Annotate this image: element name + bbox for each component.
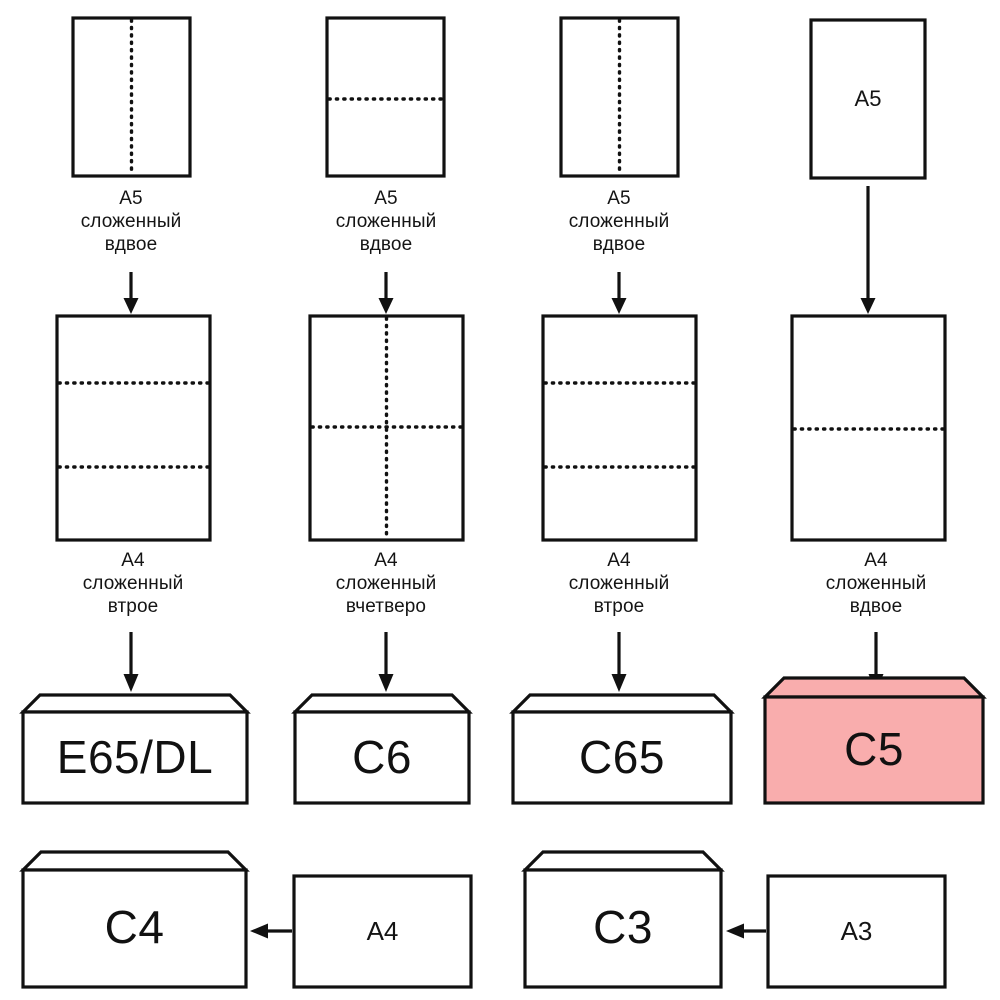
envelope-body-e65dl [21, 710, 249, 805]
caption-top-col1: A5 сложенный вдвое [80, 188, 182, 255]
arrow-a4-to-c4 [250, 923, 292, 939]
caption-mid-col4: A4 сложенный вдвое [825, 550, 927, 617]
paper-a5-col2 [325, 16, 446, 178]
arrow-col2-top [378, 272, 394, 314]
envelope-label-c5: C5 [844, 723, 904, 775]
paper-a4-col1 [55, 314, 212, 542]
envelope-flap-e65dl [19, 693, 251, 714]
envelope-body-c4 [21, 868, 248, 989]
paper-label-a4-bottom: A4 [366, 916, 399, 946]
envelope-body-c3 [523, 868, 723, 989]
envelope-body-c65 [511, 710, 733, 805]
paper-a4-bottom [292, 874, 473, 989]
paper-label-a5-col4: A5 [854, 86, 882, 111]
caption-mid-col3: A4 сложенный втрое [568, 550, 670, 617]
paper-a4-col3 [541, 314, 698, 542]
paper-label-a3-bottom: A3 [840, 916, 873, 946]
envelope-flap-c65 [509, 693, 735, 714]
envelope-flap-c5 [761, 676, 987, 699]
envelope-label-c3: C3 [593, 901, 653, 953]
paper-a5-col4 [809, 18, 927, 180]
envelope-label-c4: C4 [104, 901, 165, 953]
arrow-col1-top [123, 272, 139, 314]
envelope-body-c6 [293, 710, 471, 805]
envelope-flap-c4 [19, 850, 250, 872]
envelope-body-c5 [763, 695, 985, 805]
arrow-col2-mid [378, 632, 394, 692]
caption-mid-col1: A4 сложенный втрое [82, 550, 184, 617]
caption-top-col2: A5 сложенный вдвое [335, 188, 437, 255]
arrow-col3-top [611, 272, 627, 314]
caption-mid-col2: A4 сложенный вчетверо [335, 550, 437, 617]
caption-top-col3: A5 сложенный вдвое [568, 188, 670, 255]
paper-a3-bottom [766, 874, 947, 989]
arrow-a3-to-c3 [726, 923, 766, 939]
envelope-label-c6: C6 [352, 731, 412, 783]
arrow-col4-top [860, 186, 876, 314]
arrow-col3-mid [611, 632, 627, 692]
envelope-flap-c6 [291, 693, 473, 714]
envelope-flap-c3 [521, 850, 725, 872]
envelope-label-e65dl: E65/DL [56, 731, 214, 783]
envelope-label-c65: C65 [579, 731, 665, 783]
arrow-col1-mid [123, 632, 139, 692]
